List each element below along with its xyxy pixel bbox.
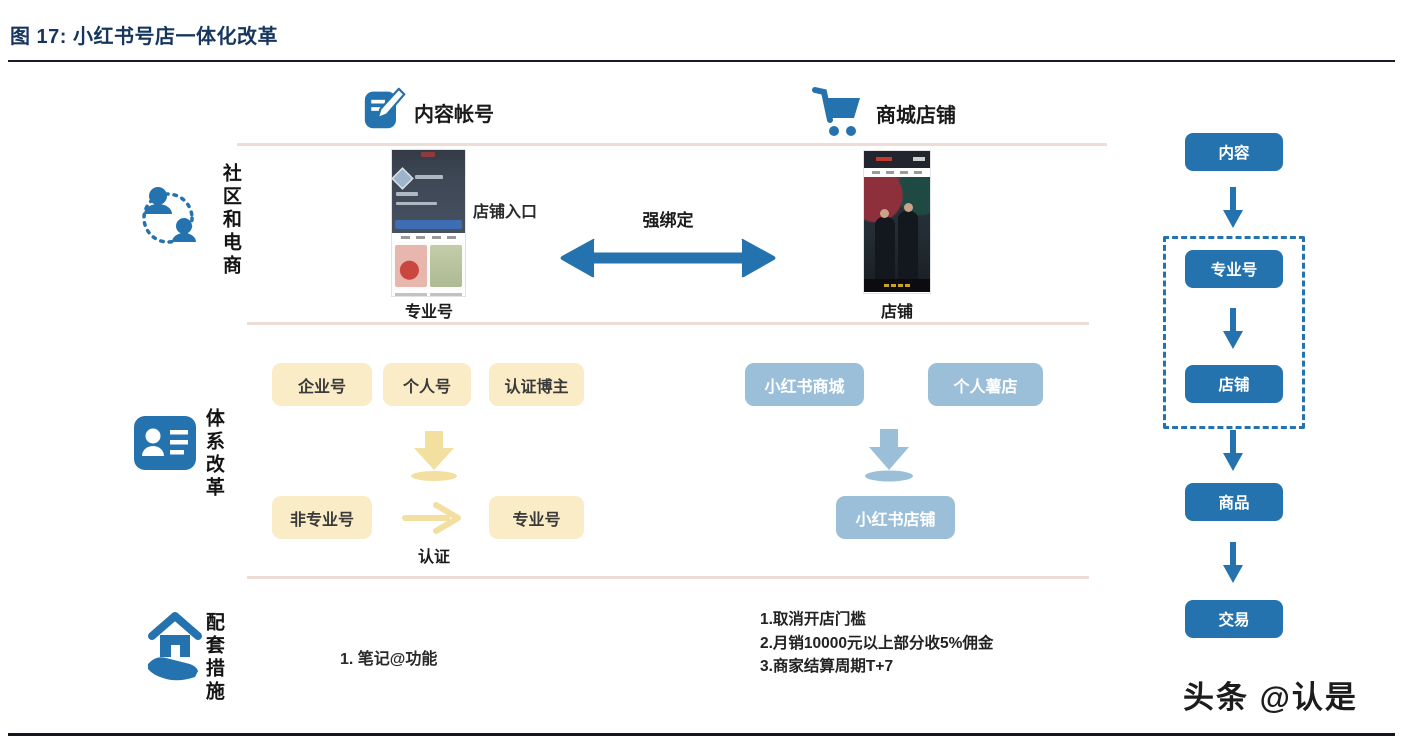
measure-item: 1.取消开店门槛 [760, 611, 866, 628]
flow-highlight-frame [1163, 236, 1305, 429]
flow-step-store: 店铺 [1185, 365, 1283, 403]
certify-label: 认证 [417, 549, 450, 566]
flow-step-content: 内容 [1185, 133, 1283, 171]
phone-store-hero-image [864, 177, 930, 279]
right-phone-caption: 店铺 [880, 304, 913, 321]
community-side-label: 社区和电商 [219, 163, 241, 278]
watermark: 头条 @认是 [1183, 680, 1358, 715]
content-account-label: 内容帐号 [414, 104, 494, 126]
flow-arrow-icon [1221, 306, 1245, 350]
strong-bind-label: 强绑定 [642, 211, 694, 230]
store-type-box: 个人薯店 [928, 363, 1043, 406]
note-edit-icon [363, 86, 407, 132]
measure-item: 2.月销10000元以上部分收5%佣金 [760, 634, 994, 652]
system-side-label: 体系改革 [202, 408, 224, 500]
shop-entry-label: 店铺入口 [473, 204, 538, 221]
measures-side-label: 配套措施 [202, 612, 224, 704]
house-hand-icon [144, 608, 206, 682]
phone-screenshot-professional-account [392, 150, 465, 296]
to-account-box: 专业号 [489, 496, 584, 539]
flow-arrow-icon [1221, 185, 1245, 229]
yellow-down-arrow-icon [404, 425, 464, 483]
measure-item: 3.商家结算周期T+7 [760, 658, 894, 675]
divider-bottom [247, 576, 1089, 579]
figure-title: 图 17: 小红书号店一体化改革 [10, 26, 279, 48]
phone-store-tabs [864, 168, 930, 177]
phone-screenshot-store [864, 151, 930, 293]
flow-step-product: 商品 [1185, 483, 1283, 521]
left-measure-note: 1. 笔记@功能 [340, 651, 438, 668]
bottom-rule [8, 733, 1395, 736]
cart-icon [810, 86, 864, 138]
account-type-box: 企业号 [272, 363, 372, 406]
store-result-box: 小红书店铺 [836, 496, 955, 539]
account-type-box: 个人号 [383, 363, 471, 406]
flow-step-transaction: 交易 [1185, 600, 1283, 638]
account-type-box: 认证博主 [489, 363, 584, 406]
divider-middle [247, 322, 1089, 325]
mall-store-label: 商城店铺 [876, 105, 956, 127]
right-measure-list: 1.取消开店门槛 2.月销10000元以上部分收5%佣金 3.商家结算周期T+7 [760, 608, 993, 679]
phone-tab-strip [392, 233, 465, 243]
phone-feed [392, 242, 465, 291]
store-type-box: 小红书商城 [745, 363, 864, 406]
title-rule [8, 60, 1395, 62]
phone-profile-header [392, 150, 465, 234]
double-arrow-icon [557, 236, 779, 280]
divider-top [237, 143, 1107, 146]
left-phone-caption: 专业号 [404, 304, 453, 321]
yellow-right-arrow-icon [400, 499, 468, 537]
phone-store-footer [864, 279, 930, 292]
blue-down-arrow-icon [857, 423, 921, 483]
flow-step-professional-account: 专业号 [1185, 250, 1283, 288]
id-card-icon [134, 416, 196, 470]
flow-arrow-icon [1221, 428, 1245, 472]
flow-arrow-icon [1221, 540, 1245, 584]
from-account-box: 非专业号 [272, 496, 372, 539]
phone-store-header [864, 151, 930, 168]
community-icon [134, 178, 202, 254]
